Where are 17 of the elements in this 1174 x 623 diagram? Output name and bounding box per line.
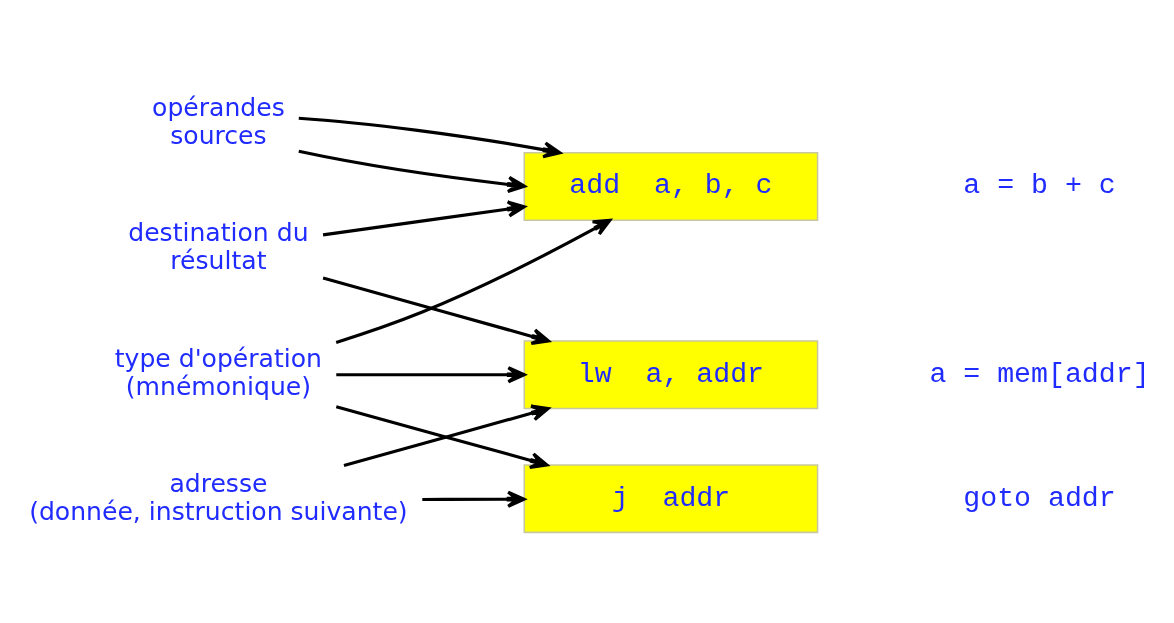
arrow [298,149,526,193]
label: a = b + c [963,168,1116,201]
node-text: adresse (donnée, instruction suivante) [29,468,408,526]
arrow [422,490,526,508]
node-text: destination du résultat [128,217,309,275]
arrow [322,276,550,345]
node-text: type d'opération (mnémonique) [114,343,323,401]
label: a = mem[addr] [929,357,1150,390]
node-box: lw a, addr [523,339,819,409]
arrow [298,116,562,158]
node-box: add a, b, c [523,151,819,221]
label: goto addr [963,481,1116,514]
node-box: j addr [523,463,819,533]
arrow [336,365,526,383]
node-text: opérandes sources [152,92,285,150]
arrow [335,218,612,344]
arrow [322,199,526,236]
